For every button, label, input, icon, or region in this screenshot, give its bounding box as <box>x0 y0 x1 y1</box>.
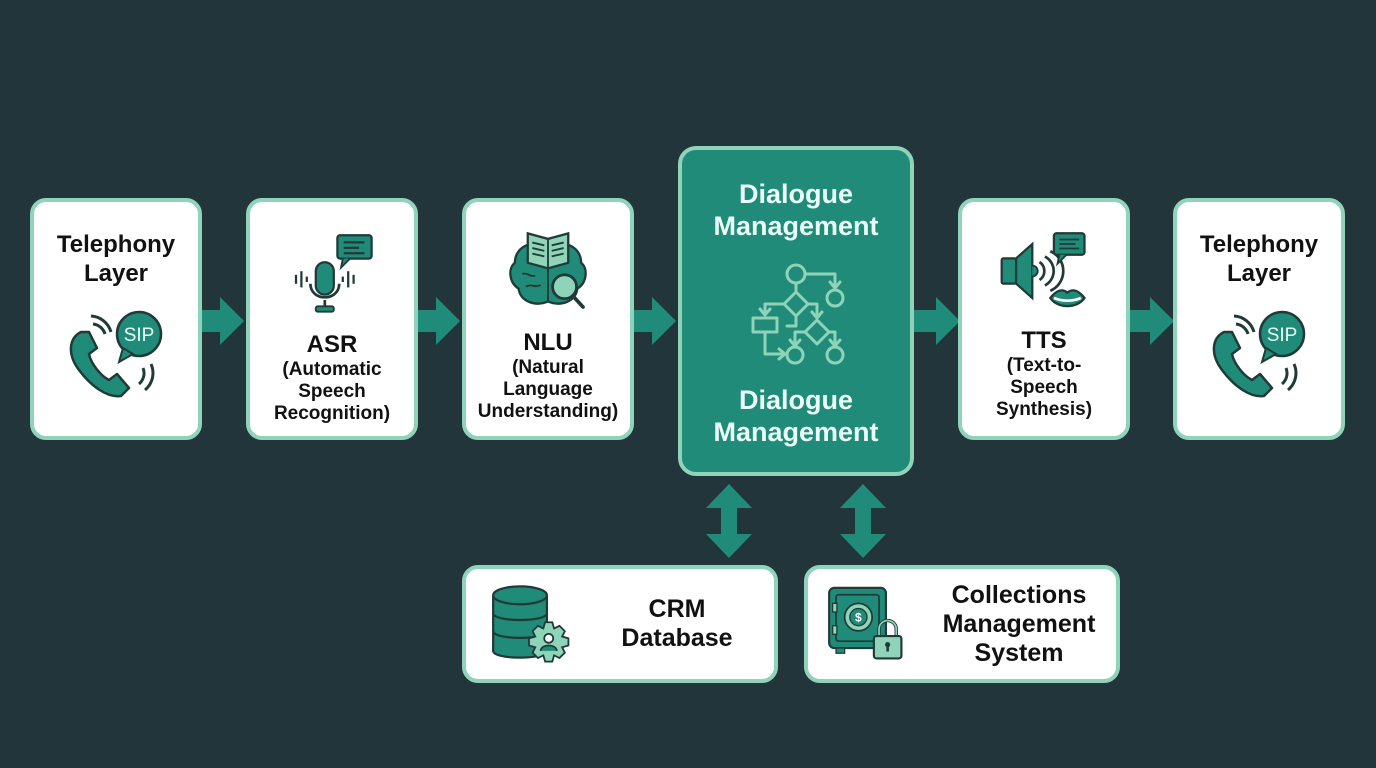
node-subtitle: (Automatic Speech Recognition) <box>273 359 391 424</box>
svg-text:$: $ <box>855 610 862 624</box>
arrow-telephony-to-asr <box>196 297 244 345</box>
arrow-dialogue-to-tts <box>912 297 960 345</box>
node-crm-database: CRM Database <box>462 565 778 683</box>
node-title: Telephony Layer <box>56 231 176 287</box>
sip-label: SIP <box>124 325 155 346</box>
node-nlu: NLU (Natural Language Understanding) <box>462 198 634 440</box>
node-title-bottom: Dialogue Management <box>713 385 879 447</box>
node-telephony-layer-in: Telephony Layer SIP <box>30 198 202 440</box>
arrow-dialogue-collections-bidirectional <box>840 484 886 558</box>
node-tts: TTS (Text-to- Speech Synthesis) <box>958 198 1130 440</box>
safe-lock-icon: $ <box>828 586 903 660</box>
node-subtitle: (Natural Language Understanding) <box>477 357 619 422</box>
flowchart-icon <box>751 263 845 365</box>
arrow-asr-to-nlu <box>412 297 460 345</box>
node-title: Collections Management System <box>942 580 1096 667</box>
node-title: CRM Database <box>621 595 733 652</box>
phone-sip-icon: SIP <box>1212 310 1306 398</box>
database-user-gear-icon <box>492 585 570 663</box>
node-asr: ASR (Automatic Speech Recognition) <box>246 198 418 440</box>
node-title: Telephony Layer <box>1199 231 1319 287</box>
microphone-speech-icon <box>294 234 373 313</box>
node-subtitle: (Text-to- Speech Synthesis) <box>995 355 1093 420</box>
node-title: TTS <box>1021 327 1067 354</box>
arrow-dialogue-crm-bidirectional <box>706 484 752 558</box>
node-collections-management-system: $ Collections Management System <box>804 565 1120 683</box>
sip-label: SIP <box>1267 325 1298 346</box>
node-title: NLU <box>523 329 573 356</box>
node-title-top: Dialogue Management <box>713 179 879 241</box>
arrow-nlu-to-dialogue <box>628 297 676 345</box>
node-telephony-layer-out: Telephony Layer SIP <box>1173 198 1345 440</box>
phone-sip-icon: SIP <box>69 310 163 398</box>
speaker-lips-icon <box>1000 232 1086 308</box>
brain-book-search-icon <box>509 231 587 309</box>
node-title: ASR <box>306 331 358 358</box>
node-dialogue-management: Dialogue Management Dialogue Management <box>678 146 914 476</box>
arrow-tts-to-telephony <box>1126 297 1174 345</box>
